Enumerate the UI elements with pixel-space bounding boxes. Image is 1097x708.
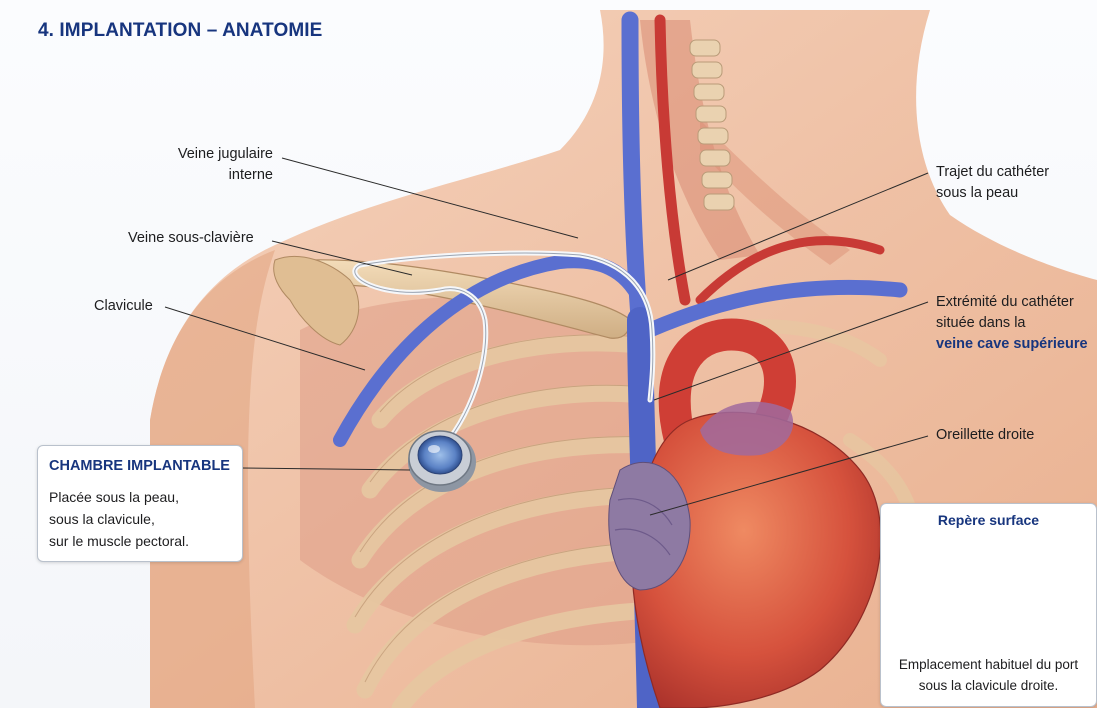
chamber-line: sous la clavicule, bbox=[49, 508, 189, 530]
chamber-description: Placée sous la peau, sous la clavicule, … bbox=[49, 486, 189, 552]
chamber-line: Placée sous la peau, bbox=[49, 486, 189, 508]
chamber-title: CHAMBRE IMPLANTABLE bbox=[49, 458, 230, 474]
label-line: Veine jugulaire bbox=[163, 144, 273, 165]
chamber-info-box: CHAMBRE IMPLANTABLE Placée sous la peau,… bbox=[37, 445, 243, 562]
caption-line: sous la clavicule droite. bbox=[881, 675, 1096, 696]
label-right-atrium: Oreillette droite bbox=[936, 425, 1034, 446]
surface-title: Repère surface bbox=[881, 512, 1096, 528]
label-clavicle: Clavicule bbox=[94, 296, 153, 317]
surface-caption: Emplacement habituel du port sous la cla… bbox=[881, 654, 1096, 696]
caption-line: Emplacement habituel du port bbox=[881, 654, 1096, 675]
label-line: située dans la bbox=[936, 313, 1088, 334]
label-catheter-tip: Extrémité du cathéter située dans la vei… bbox=[936, 292, 1088, 355]
label-line: Trajet du cathéter bbox=[936, 162, 1049, 183]
label-catheter-path: Trajet du cathéter sous la peau bbox=[936, 162, 1049, 204]
label-line: sous la peau bbox=[936, 183, 1049, 204]
label-line: Extrémité du cathéter bbox=[936, 292, 1088, 313]
label-internal-jugular-vein: Veine jugulaire interne bbox=[163, 144, 273, 186]
label-line: interne bbox=[163, 165, 273, 186]
label-superior-vena-cava: veine cave supérieure bbox=[936, 334, 1088, 355]
chamber-line: sur le muscle pectoral. bbox=[49, 530, 189, 552]
label-subclavian-vein: Veine sous-clavière bbox=[128, 228, 254, 249]
surface-reference-box: Repère surface Emplacement habituel du p… bbox=[880, 503, 1097, 707]
page-title: 4. IMPLANTATION – ANATOMIE bbox=[38, 20, 322, 42]
